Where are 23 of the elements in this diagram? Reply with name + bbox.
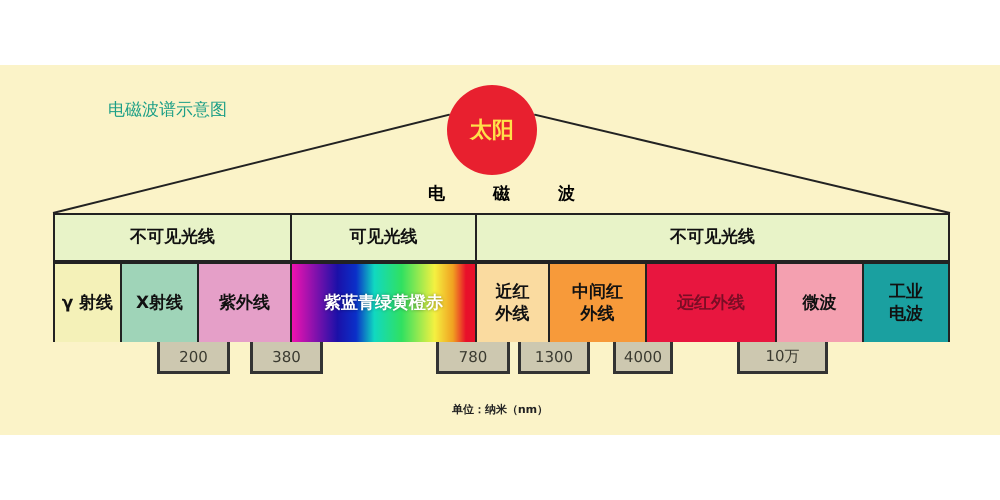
spectrum-cell: 紫外线 bbox=[199, 264, 292, 342]
spectrum-cell: 中间红外线 bbox=[550, 264, 647, 342]
connector-line bbox=[52, 114, 450, 214]
header-cell: 不可见光线 bbox=[55, 215, 292, 262]
wavelength-box: 10万 bbox=[737, 342, 828, 374]
wavelength-box: 4000 bbox=[613, 342, 673, 374]
header-cell: 可见光线 bbox=[292, 215, 477, 262]
spectrum-cell: 微波 bbox=[777, 264, 864, 342]
spectrum-cell: X射线 bbox=[122, 264, 199, 342]
wavelength-box: 380 bbox=[250, 342, 323, 374]
diagram-title: 电磁波谱示意图 bbox=[108, 99, 227, 121]
wavelength-box: 1300 bbox=[518, 342, 590, 374]
band-heading: 电磁波 bbox=[427, 183, 624, 205]
header-cell: 不可见光线 bbox=[477, 215, 950, 262]
unit-note: 单位：纳米（nm） bbox=[452, 403, 548, 416]
spectrum-cell: γ 射线 bbox=[55, 264, 122, 342]
wavelength-box: 780 bbox=[436, 342, 510, 374]
wavelength-box: 200 bbox=[157, 342, 230, 374]
spectrum-cell: 紫蓝青绿黄橙赤 bbox=[292, 264, 477, 342]
spectrum-cell: 远红外线 bbox=[647, 264, 777, 342]
spectrum-cell: 近红外线 bbox=[477, 264, 550, 342]
spectrum-cell: 工业电波 bbox=[864, 264, 950, 342]
connector-line bbox=[534, 114, 950, 214]
